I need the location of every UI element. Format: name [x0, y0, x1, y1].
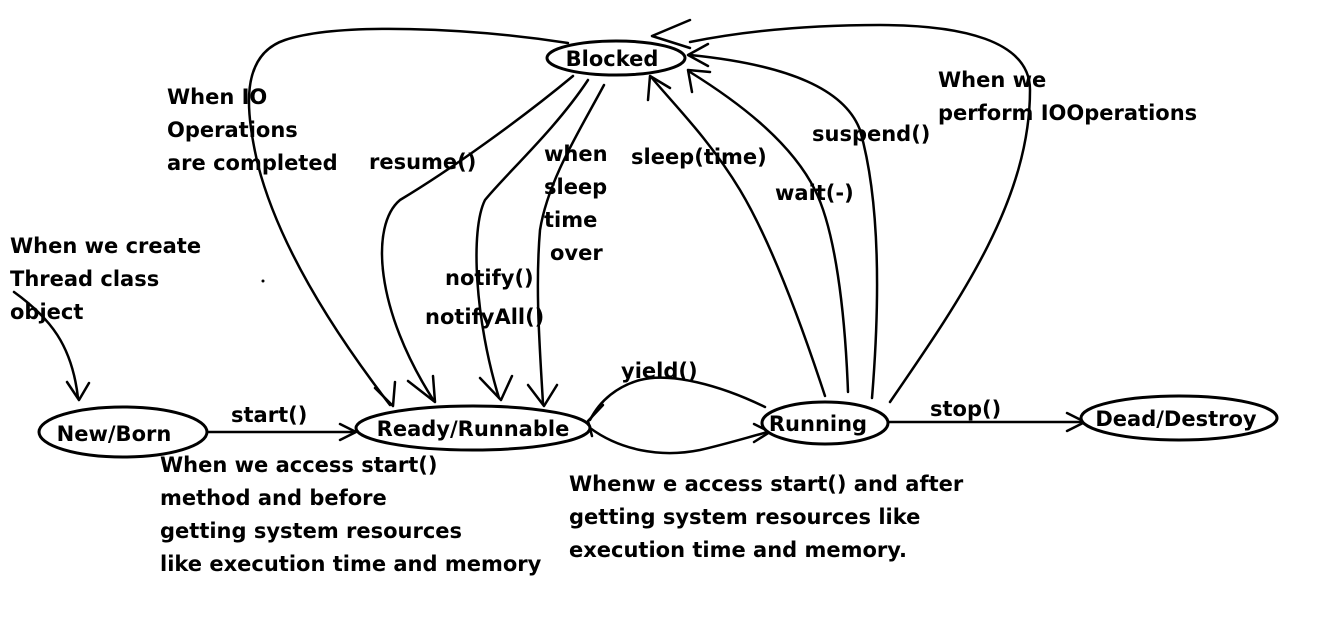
label-io-completed: When IO Operations are completed — [167, 85, 338, 175]
label-ready-note-line4: like execution time and memory — [160, 552, 542, 576]
stray-dot — [261, 279, 265, 283]
label-create-line1: When we create — [10, 234, 201, 258]
edge-yield — [586, 376, 767, 438]
label-io-completed-line1: When IO — [167, 85, 267, 109]
state-ready: Ready/Runnable — [354, 404, 592, 452]
label-io-completed-line3: are completed — [167, 151, 338, 175]
state-ready-label: Ready/Runnable — [377, 417, 570, 441]
edge-notify — [475, 78, 590, 402]
label-running-note-line1: Whenw e access start() and after — [569, 472, 964, 496]
label-sleep-over-line1: when — [544, 142, 608, 166]
label-create: When we create Thread class object — [10, 234, 201, 324]
label-ready-note-line3: getting system resources — [160, 519, 462, 543]
state-dead: Dead/Destroy — [1079, 394, 1279, 442]
label-wait: wait(-) — [775, 181, 854, 205]
edge-ready-to-running — [588, 422, 772, 455]
label-sleep-over-line4: over — [550, 241, 603, 265]
label-ready-note: When we access start() method and before… — [160, 453, 542, 576]
state-running-label: Running — [769, 412, 867, 436]
label-start: start() — [231, 403, 307, 427]
edge-sleep — [646, 74, 827, 398]
label-stop: stop() — [930, 397, 1001, 421]
state-running: Running — [760, 400, 890, 446]
label-sleep-over-line2: sleep — [544, 175, 607, 199]
label-resume: resume() — [369, 150, 476, 174]
state-blocked: Blocked — [545, 39, 687, 77]
label-yield: yield() — [621, 359, 698, 383]
edge-resume — [380, 74, 575, 404]
state-new-born-label: New/Born — [57, 422, 172, 446]
label-create-line2: Thread class — [10, 267, 159, 291]
label-sleep-over-line3: time — [544, 208, 597, 232]
label-notify: notify() — [445, 266, 534, 290]
label-running-note-line2: getting system resources like — [569, 505, 920, 529]
state-dead-label: Dead/Destroy — [1095, 407, 1257, 431]
label-io-perform-line2: perform IOOperations — [938, 101, 1197, 125]
label-create-line3: object — [10, 300, 83, 324]
label-sleep-over: when sleep time over — [544, 142, 608, 265]
label-ready-note-line2: method and before — [160, 486, 387, 510]
edge-suspend — [686, 42, 879, 400]
label-running-note-line3: execution time and memory. — [569, 538, 907, 562]
state-blocked-label: Blocked — [566, 47, 659, 71]
label-running-note: Whenw e access start() and after getting… — [569, 472, 964, 562]
label-suspend: suspend() — [812, 122, 930, 146]
label-notify-all: notifyAll() — [425, 305, 544, 329]
label-sleep: sleep(time) — [631, 145, 767, 169]
label-io-perform-line1: When we — [938, 68, 1046, 92]
label-io-perform: When we perform IOOperations — [938, 68, 1197, 125]
label-ready-note-line1: When we access start() — [160, 453, 438, 477]
edge-create-to-new — [12, 290, 91, 402]
label-io-completed-line2: Operations — [167, 118, 298, 142]
edge-wait — [686, 68, 850, 394]
edge-io-completed — [247, 27, 570, 408]
edge-io-perform — [650, 18, 1032, 404]
state-new-born: New/Born — [37, 405, 209, 459]
edge-sleep-over — [526, 83, 606, 408]
